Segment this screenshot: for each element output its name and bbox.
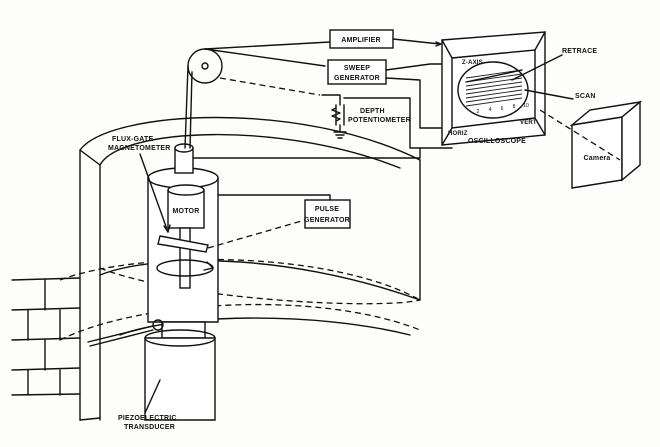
piezo-label-1: PIEZOELECTRIC bbox=[118, 415, 177, 422]
oscilloscope-label: OSCILLOSCOPE bbox=[468, 138, 526, 145]
rock-formation-bricks bbox=[11, 277, 81, 396]
amplifier-label: AMPLIFIER bbox=[341, 37, 381, 44]
scan-label: SCAN bbox=[575, 93, 596, 100]
scale-tick-4: 8 bbox=[513, 104, 516, 110]
amplifier-box: AMPLIFIER bbox=[329, 29, 394, 49]
sweep-generator-label-1: SWEEP bbox=[344, 65, 370, 72]
scale-tick-3: 6 bbox=[501, 106, 504, 112]
depth-label-1: DEPTH bbox=[360, 108, 385, 115]
retrace-label: RETRACE bbox=[562, 48, 597, 55]
downhole-probe bbox=[87, 143, 219, 421]
pulse-generator-label-1: PULSE bbox=[315, 206, 339, 213]
sweep-generator-box: SWEEP GENERATOR bbox=[327, 59, 387, 85]
z-axis-label: Z-AXIS bbox=[462, 60, 483, 66]
sweep-generator-label-2: GENERATOR bbox=[334, 75, 380, 82]
camera: Camera bbox=[569, 100, 643, 189]
depth-potentiometer: DEPTH POTENTIOMETER bbox=[321, 94, 453, 149]
vert-label: VERT bbox=[520, 120, 537, 126]
pulse-generator-label-2: GENERATOR bbox=[304, 217, 350, 224]
flux-gate-label-1: FLUX-GATE bbox=[112, 136, 153, 143]
scale-tick-5: 10 bbox=[523, 103, 529, 109]
flux-gate-label-2: MAGNETOMETER bbox=[108, 145, 171, 152]
piezo-label-2: TRANSDUCER bbox=[124, 424, 175, 431]
pulse-generator-box: PULSE GENERATOR bbox=[304, 199, 351, 229]
oscilloscope: 2 4 6 8 10 Z-AXIS HORIZ VERT OSCILLOSCOP… bbox=[441, 31, 546, 146]
borehole-wall bbox=[59, 116, 421, 421]
horiz-label: HORIZ bbox=[448, 131, 468, 137]
depth-label-2: POTENTIOMETER bbox=[348, 117, 411, 124]
scale-tick-1: 2 bbox=[477, 109, 480, 115]
cable-and-pulley bbox=[184, 41, 331, 149]
scale-tick-2: 4 bbox=[489, 107, 492, 113]
camera-label: Camera bbox=[584, 155, 611, 162]
motor-label: MOTOR bbox=[173, 208, 200, 215]
